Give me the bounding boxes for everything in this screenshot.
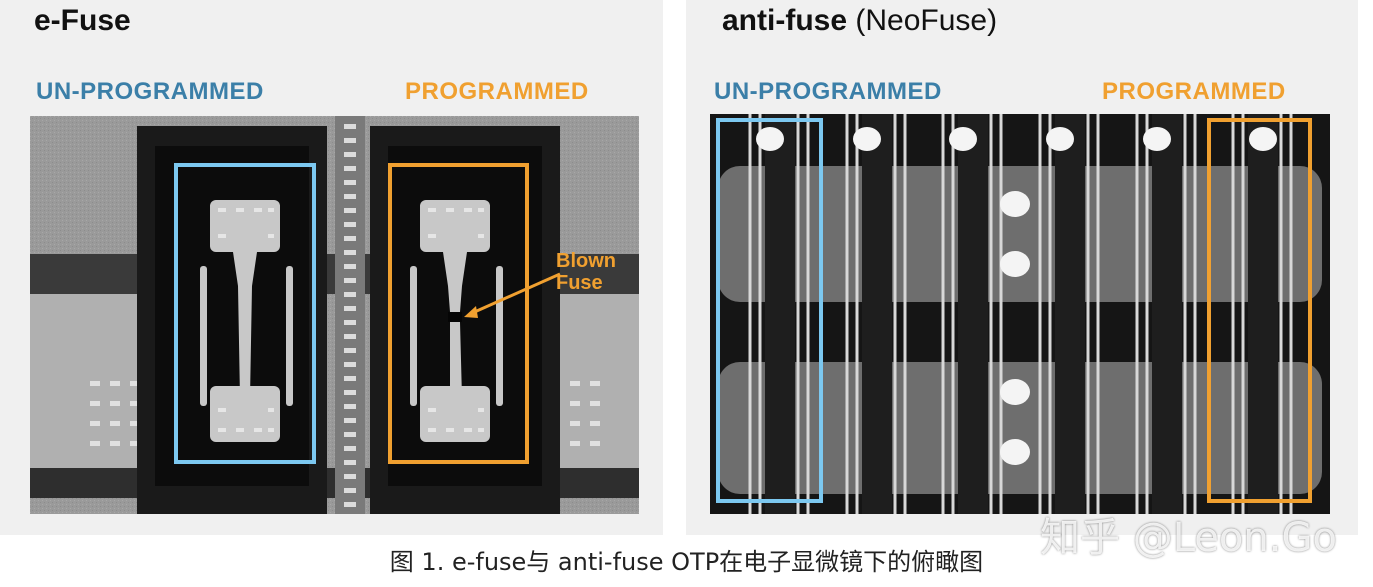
antifuse-programmed-label: PROGRAMMED [1102,78,1286,105]
antifuse-unprogrammed-box [716,118,823,503]
antifuse-title: anti-fuse (NeoFuse) [722,4,997,38]
blown-fuse-line2: Fuse [556,272,603,294]
blown-fuse-annotation: Blown Fuse [556,250,616,294]
efuse-programmed-label: PROGRAMMED [405,78,589,105]
antifuse-programmed-box [1207,118,1312,503]
watermark: 知乎 @Leon.Go [1040,515,1337,561]
blown-fuse-line1: Blown [556,250,616,272]
antifuse-title-rest: (NeoFuse) [847,4,998,37]
antifuse-title-bold: anti-fuse [722,4,848,37]
figure-caption: 图 1. e-fuse与 anti-fuse OTP在电子显微镜下的俯瞰图 [389,548,984,576]
antifuse-panel: anti-fuse (NeoFuse) UN-PROGRAMMED PROGRA… [686,0,1358,535]
antifuse-sem-image [710,114,1330,514]
efuse-title: e-Fuse [34,4,131,37]
blown-fuse-arrow [469,272,561,316]
efuse-panel: e-Fuse UN-PROGRAMMED PROGRAMMED [0,0,663,535]
efuse-unprogrammed-box [174,163,316,464]
antifuse-unprogrammed-label: UN-PROGRAMMED [714,78,942,105]
efuse-sem-image [30,116,639,514]
efuse-unprogrammed-label: UN-PROGRAMMED [36,78,264,105]
efuse-programmed-box [388,163,529,464]
